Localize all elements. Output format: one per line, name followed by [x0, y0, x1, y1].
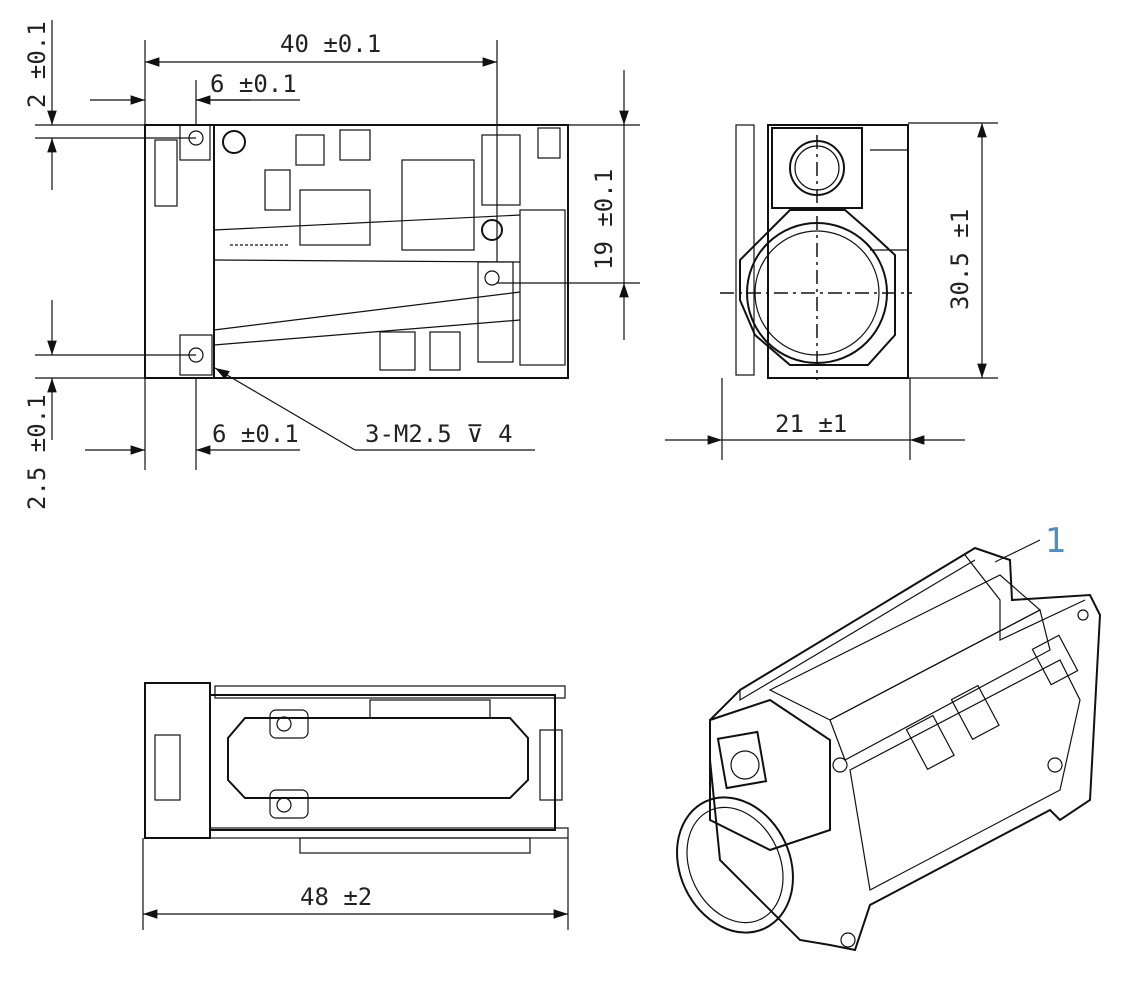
callout-label-1: 1: [1045, 521, 1067, 561]
dim-right-hole-height: 19 ±0.1: [590, 169, 618, 270]
dim-left-top-offset: 2 ±0.1: [23, 21, 51, 108]
isometric-view: [676, 539, 1102, 952]
dim-bottom-hole-offset: 6 ±0.1: [212, 420, 299, 448]
front-view: [144, 124, 569, 379]
bottom-view: [144, 682, 569, 854]
side-view: [720, 124, 912, 380]
dim-top-width: 40 ±0.1: [280, 30, 381, 58]
dim-side-height: 30.5 ±1: [946, 209, 974, 310]
side-view-dimensions: 30.5 ±1 21 ±1: [665, 122, 998, 460]
dim-thread-spec: 3-M2.5 ⊽ 4: [365, 420, 513, 448]
dim-left-bottom-offset: 2.5 ±0.1: [23, 394, 51, 510]
dim-side-width: 21 ±1: [775, 410, 847, 438]
dim-top-hole-offset: 6 ±0.1: [210, 70, 297, 98]
front-view-dimensions: 40 ±0.1 6 ±0.1 2 ±0.1 19 ±0.1 2.5 ±0.1 6…: [23, 20, 640, 510]
bottom-view-dimensions: 48 ±2: [142, 838, 569, 930]
dim-bottom-length: 48 ±2: [300, 883, 372, 911]
